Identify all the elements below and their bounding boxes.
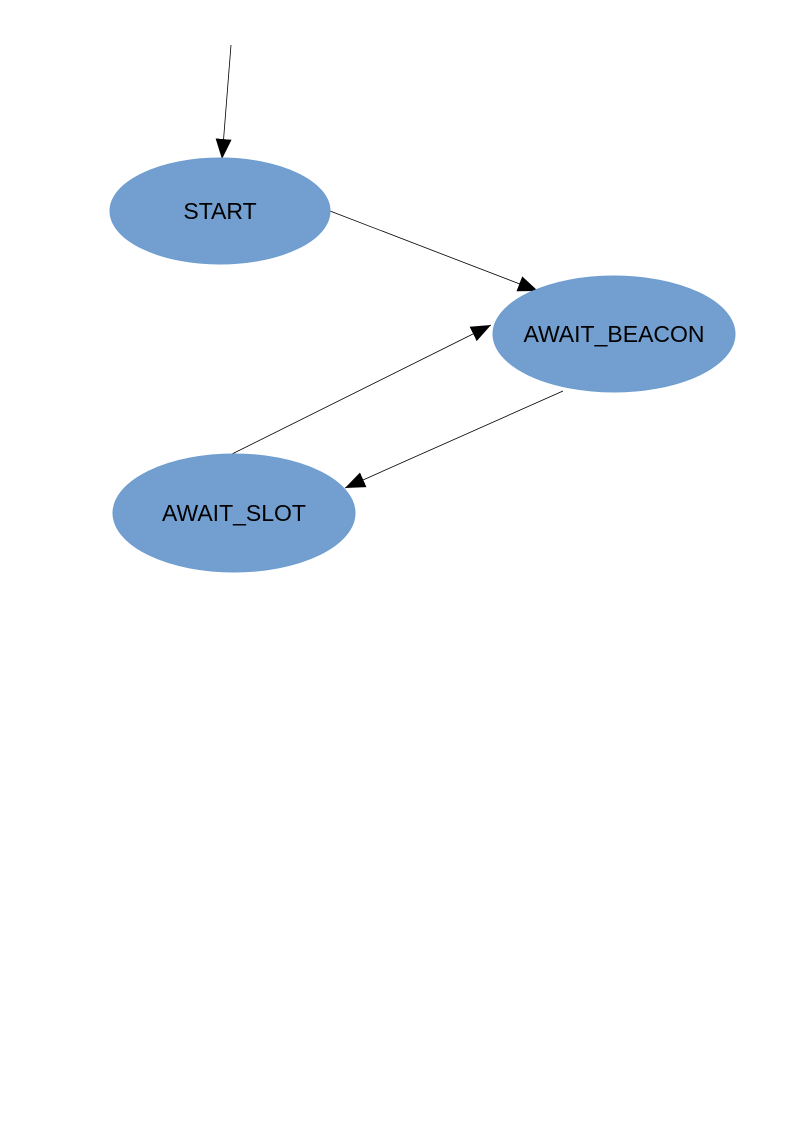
transition-start-to-await-beacon	[329, 210, 539, 292]
initial-transition-arrow	[215, 44, 232, 160]
state-await-slot: AWAIT_SLOT	[112, 453, 356, 573]
state-await-slot-shape	[112, 453, 356, 573]
transition-await-beacon-to-await-slot	[344, 390, 564, 489]
transition-await-slot-to-await-beacon	[229, 324, 492, 456]
state-start: START	[109, 157, 331, 265]
state-await-slot-label: AWAIT_SLOT	[162, 500, 306, 526]
state-await-beacon: AWAIT_BEACON	[492, 275, 736, 393]
state-await-beacon-label: AWAIT_BEACON	[523, 321, 704, 347]
state-start-shape	[109, 157, 331, 265]
state-await-beacon-shape	[492, 275, 736, 393]
state-start-label: START	[183, 198, 256, 224]
